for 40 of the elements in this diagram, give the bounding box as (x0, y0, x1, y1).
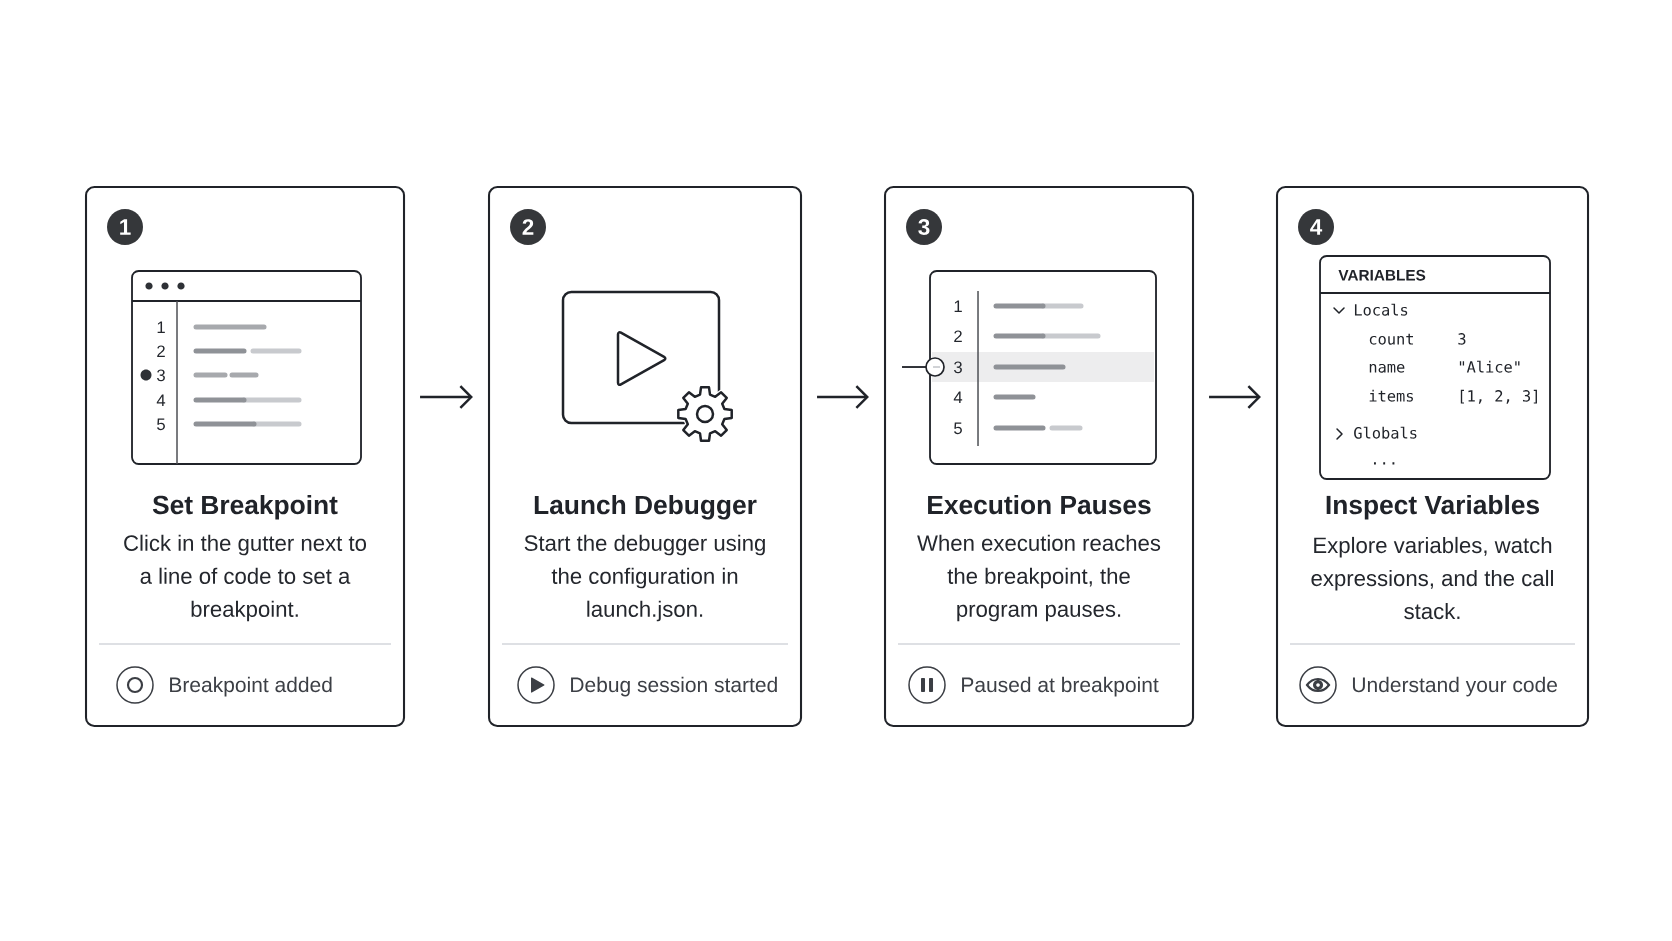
panel-heading: VARIABLES (1338, 269, 1426, 281)
line-number: 3 (954, 361, 962, 374)
step-description: When execution reaches the breakpoint, the program pauses. (917, 534, 1161, 622)
step-title: Set Breakpoint (152, 494, 338, 520)
line-number: 3 (157, 369, 165, 382)
line-number: 5 (157, 418, 165, 431)
variable-name: count (1369, 333, 1413, 345)
variable-value: [1, 2, 3] (1460, 389, 1537, 404)
variable-value: 3 (1458, 333, 1466, 345)
line-number: 1 (157, 321, 165, 333)
variable-name: name (1369, 363, 1405, 373)
tree-label: Globals (1354, 426, 1417, 439)
play-window-illustration (561, 290, 735, 444)
line-number: 4 (953, 391, 963, 403)
arrow (420, 385, 473, 409)
variable-name: items (1369, 389, 1413, 402)
arrow (1209, 385, 1261, 409)
step-title: Inspect Variables (1326, 494, 1540, 520)
status-text: Paused at breakpoint (962, 676, 1159, 697)
tree-label: Locals (1354, 303, 1408, 316)
step-number-badge: 4 (1298, 209, 1334, 245)
line-number: 4 (156, 394, 166, 406)
step-number-badge: 2 (510, 209, 546, 245)
variable-value: "Alice" (1459, 360, 1520, 373)
status-text: Debug session started (571, 676, 777, 697)
step-description: Click in the gutter next to a line of code to set a breakpoint. (124, 534, 366, 622)
arrow (817, 385, 869, 409)
step-description: Explore variables, watch expressions, and the call stack. (1311, 536, 1553, 620)
status-text: Understand your code (1352, 676, 1557, 697)
line-number: 2 (954, 330, 962, 342)
line-number: 5 (954, 422, 962, 435)
line-number: 2 (157, 345, 165, 357)
line-number: 1 (954, 300, 962, 312)
step-title: Launch Debugger (534, 494, 757, 520)
step-description: Start the debugger using the configuration in launch.json. (524, 534, 765, 622)
ellipsis: ... (1374, 462, 1395, 465)
step-title: Execution Pauses (928, 494, 1151, 515)
step-number-badge: 3 (906, 209, 942, 245)
step-number-badge: 1 (107, 209, 143, 245)
status-text: Breakpoint added (170, 676, 332, 697)
